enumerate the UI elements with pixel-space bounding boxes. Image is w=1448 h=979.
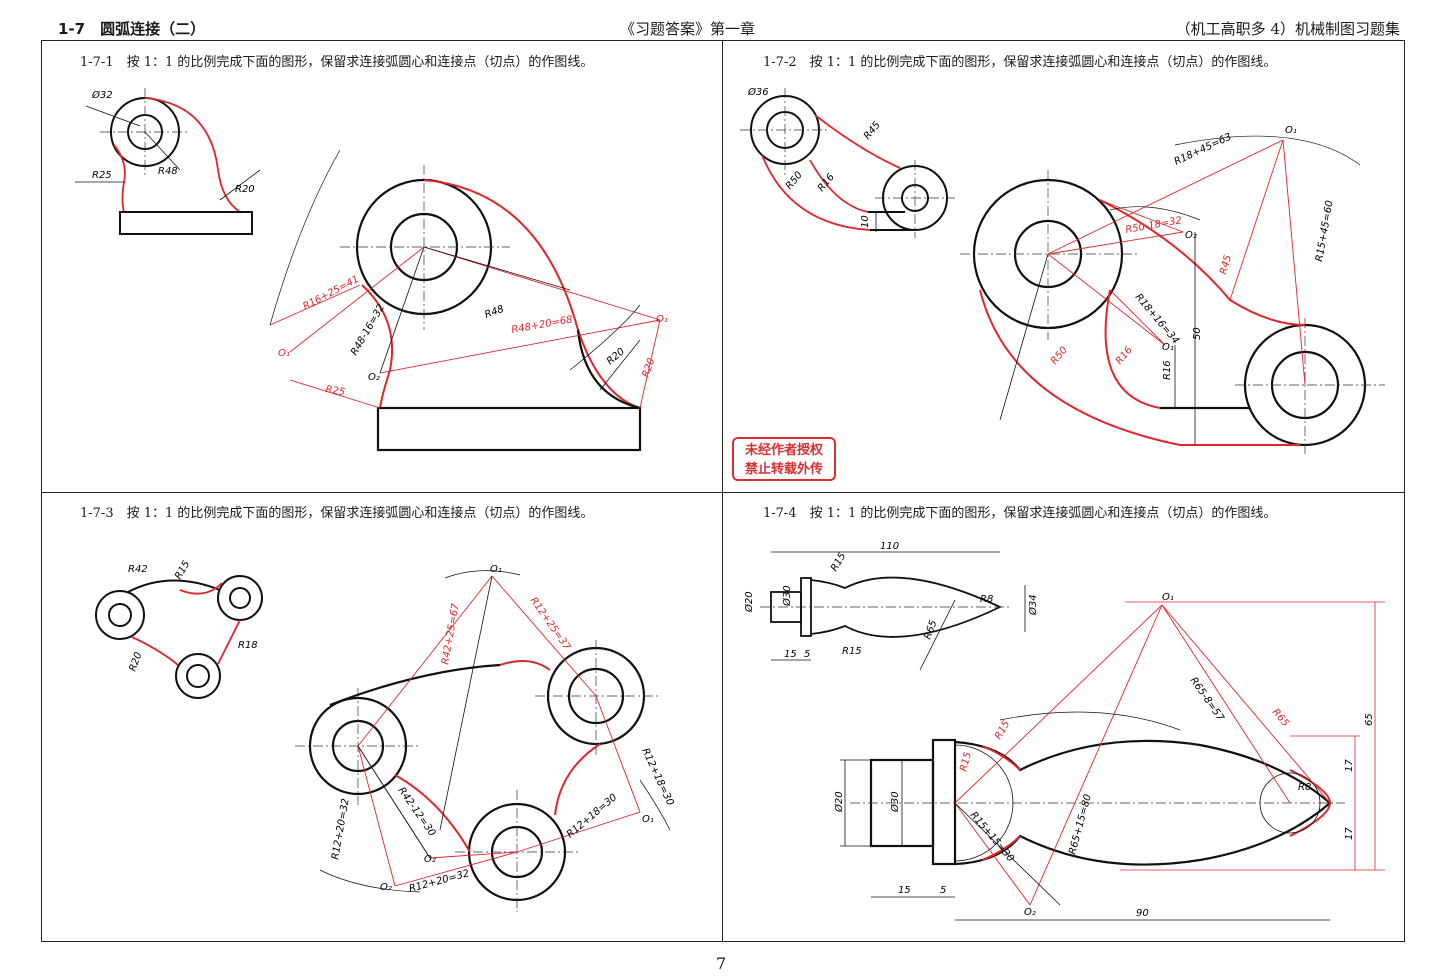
dim-d20-large: Ø20 <box>833 791 845 813</box>
exercise-4-caption: 1-7-4 按 1：1 的比例完成下面的图形，保留求连接弧圆心和连接点（切点）的… <box>763 506 1277 521</box>
dim-r16-25-41: R16+25=41 <box>301 274 361 313</box>
dim-d30-small: Ø30 <box>781 585 793 607</box>
dim-17b: 17 <box>1344 827 1355 840</box>
label-o2-ex4: O₂ <box>1024 907 1036 918</box>
figure-1-7-2-small: Ø36 R45 R50 R16 10 <box>740 86 955 238</box>
dim-r42-12-30: R42-12=30 <box>396 785 438 838</box>
dim-d30-large: Ø30 <box>889 791 901 813</box>
dim-r15-small: R15 <box>173 559 192 582</box>
figure-1-7-4-small: 110 Ø20 Ø30 Ø34 R15 R15 R8 R65 15 5 <box>743 541 1039 671</box>
dim-65: 65 <box>1364 713 1375 726</box>
dim-d32: Ø32 <box>91 89 113 101</box>
dim-r65-large: R65 <box>1270 707 1291 729</box>
label-o3-ex2: O₁ <box>1162 342 1174 353</box>
label-o1-ex4: O₁ <box>1162 592 1174 603</box>
dim-r45-large: R45 <box>1218 254 1234 276</box>
vertical-divider <box>722 40 723 942</box>
dim-r12-20-32a: R12+20=32 <box>330 798 352 861</box>
dim-r12-18-30b: R12+18=30 <box>565 792 619 840</box>
dim-17a: 17 <box>1344 759 1355 772</box>
figure-1-7-3-large: R42+25=67 R12+25=37 R42-12=30 R12+18=30 … <box>295 564 675 912</box>
label-o2-ex3: O₂ <box>424 854 436 865</box>
stamp-line-2: 禁止转载外传 <box>744 462 823 477</box>
dim-r20-small: R20 <box>127 651 144 673</box>
dim-r48-16-32: R48-16=32 <box>349 303 387 358</box>
dim-110: 110 <box>880 541 899 552</box>
page-number: 7 <box>716 954 727 973</box>
dim-r45-small: R45 <box>862 120 883 142</box>
dim-r15b-small: R15 <box>842 646 862 657</box>
dim-r65-15-80: R65+15=80 <box>1067 793 1094 856</box>
book-title: 《习题答案》第一章 <box>620 20 756 38</box>
dim-r16-large: R16 <box>1114 345 1135 367</box>
dim-50: 50 <box>1192 327 1203 340</box>
figure-1-7-2-large: R18+45=63 R15+45=60 R50-18=32 R45 R18+16… <box>960 125 1385 455</box>
label-o4-ex3: O₂ <box>380 882 392 893</box>
dim-r25: R25 <box>92 170 112 181</box>
figure-1-7-1-large: R16+25=41 R48-16=32 R48 R48+20=68 O₁ O₁ … <box>269 149 668 452</box>
dim-r15b-large: R15 <box>958 751 974 773</box>
dim-r25-large: R25 <box>324 384 345 398</box>
page-frame <box>41 40 1405 942</box>
figure-1-7-1-small: Ø32 R25 R48 R20 <box>75 88 261 235</box>
label-o1-ex3: O₁ <box>490 564 502 575</box>
figure-1-7-4-large: O₁ O₂ R65-8=57 R65 R15 R15 R15+15=30 R65… <box>833 592 1385 921</box>
dim-10: 10 <box>860 215 871 228</box>
stamp-line-1: 未经作者授权 <box>744 443 823 458</box>
dim-r48-large: R48 <box>483 304 505 321</box>
label-o1-ex1: O₁ <box>656 314 668 325</box>
dim-d20-small: Ø20 <box>743 591 755 613</box>
dim-r8-small: R8 <box>980 594 993 605</box>
label-o2-ex2: O₂ <box>1185 230 1197 241</box>
dim-d36: Ø36 <box>747 86 769 98</box>
label-o1b-ex1: O₁ <box>278 348 290 359</box>
series-title: （机工高职多 4）机械制图习题集 <box>1175 20 1400 38</box>
dim-r12-20-32b: R12+20=32 <box>408 868 471 895</box>
exercise-2-caption: 1-7-2 按 1：1 的比例完成下面的图形，保留求连接弧圆心和连接点（切点）的… <box>763 55 1277 70</box>
dim-15-small: 15 <box>784 649 797 660</box>
dim-r42-25-67: R42+25=67 <box>440 602 462 665</box>
label-o3-ex3: O₁ <box>642 814 654 825</box>
dim-r65-8-57: R65-8=57 <box>1188 675 1226 723</box>
dim-r15-45-60: R15+45=60 <box>1314 200 1336 263</box>
dim-r20: R20 <box>235 184 255 195</box>
dim-r15a-large: R15 <box>993 719 1012 742</box>
dim-r15a-small: R15 <box>829 551 848 574</box>
horizontal-divider <box>41 492 1405 493</box>
dim-d34-small: Ø34 <box>1027 594 1039 616</box>
label-o2-ex1: O₂ <box>368 372 380 383</box>
exercise-3-caption: 1-7-3 按 1：1 的比例完成下面的图形，保留求连接弧圆心和连接点（切点）的… <box>80 506 594 521</box>
dim-r50-small: R50 <box>784 170 805 192</box>
figure-1-7-3-small: R42 R15 R18 R20 <box>95 559 263 699</box>
dim-r18-small: R18 <box>238 640 258 651</box>
copyright-stamp: 未经作者授权 禁止转载外传 <box>732 437 836 481</box>
dim-15-large: 15 <box>898 885 911 896</box>
dim-r42-small: R42 <box>128 564 148 575</box>
label-o1-ex2: O₁ <box>1285 125 1297 136</box>
dim-r20b-large: R20 <box>640 357 657 379</box>
dim-r50-large: R50 <box>1049 345 1070 367</box>
dim-r20-large: R20 <box>605 346 627 367</box>
dim-r8-large: R8 <box>1298 782 1311 793</box>
dim-5-large: 5 <box>940 885 946 896</box>
exercise-1-caption: 1-7-1 按 1：1 的比例完成下面的图形，保留求连接弧圆心和连接点（切点）的… <box>80 55 594 70</box>
dim-5-small: 5 <box>804 649 810 660</box>
section-title: 1-7 圆弧连接（二） <box>58 20 206 38</box>
dim-16: R16 <box>1162 360 1173 380</box>
dim-r12-18-30a: R12+18=30 <box>639 747 675 808</box>
dim-r48-20-68: R48+20=68 <box>511 314 574 336</box>
dim-r48: R48 <box>158 166 178 177</box>
dim-90: 90 <box>1136 908 1149 919</box>
dim-r18-45-63: R18+45=63 <box>1173 132 1234 168</box>
